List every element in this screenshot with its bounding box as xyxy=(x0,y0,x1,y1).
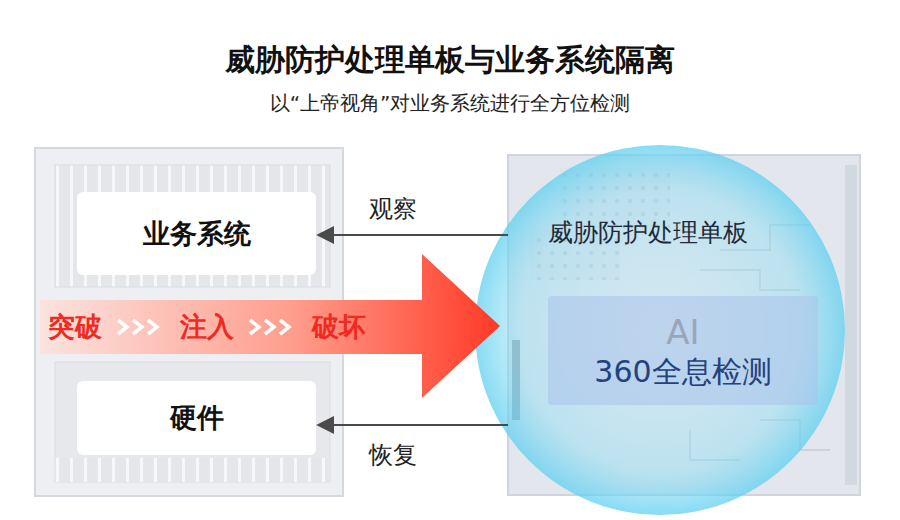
node-label: 硬件 xyxy=(170,401,224,435)
system-box: 业务系统 xyxy=(77,192,316,275)
attack-stage: 突破 xyxy=(48,309,102,345)
node-label: AI xyxy=(666,311,699,354)
detection-box: AI360全息检测 xyxy=(548,296,818,405)
node-label: 威胁防护处理单板 xyxy=(548,217,748,248)
control-arrow xyxy=(318,234,508,236)
chevrons xyxy=(116,317,166,337)
diagram-title: 威胁防护处理单板与业务系统隔离 xyxy=(0,40,900,81)
attack-stage: 破坏 xyxy=(312,309,366,345)
node-label: 业务系统 xyxy=(143,217,251,251)
node-body: 360全息检测 xyxy=(594,353,771,391)
chevrons xyxy=(248,317,298,337)
hardware-box: 硬件 xyxy=(77,381,316,455)
attack-stage: 注入 xyxy=(180,309,234,345)
protection-glow xyxy=(475,145,845,515)
edge-label: 观察 xyxy=(369,193,417,225)
board-panel: 威胁防护处理单板 AI360全息检测 xyxy=(508,155,860,495)
attack-arrow: 突破 注入 破坏 xyxy=(40,254,500,398)
edge-label: 恢复 xyxy=(369,439,417,471)
control-arrow xyxy=(318,424,508,426)
diagram-subtitle: 以“上帝视角”对业务系统进行全方位检测 xyxy=(0,90,900,117)
